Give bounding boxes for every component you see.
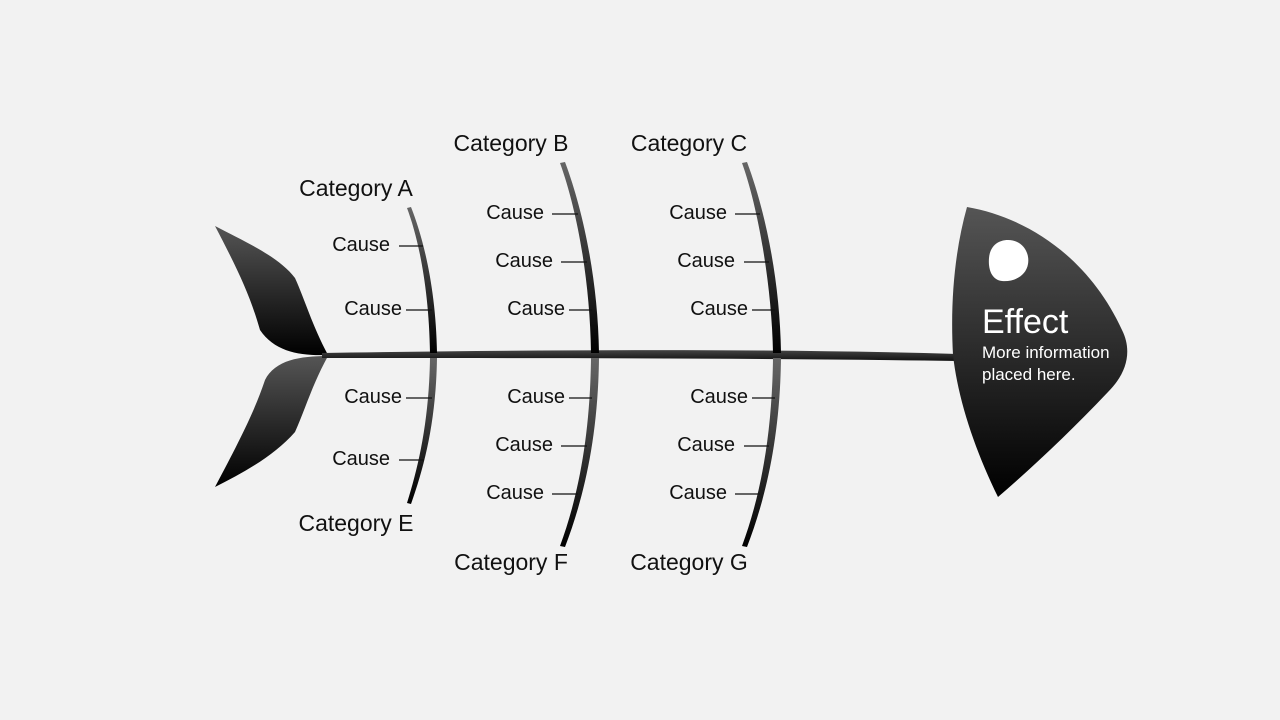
cause-label: Cause: [677, 434, 735, 456]
tail-bottom-fin: [215, 356, 328, 487]
bone-category-e: [407, 358, 437, 504]
effect-description-line-1: More information: [982, 343, 1110, 362]
spine: [322, 350, 958, 361]
cause-label: Cause: [507, 386, 565, 408]
category-g-label: Category G: [630, 549, 748, 575]
fish-eye-icon: [988, 240, 1029, 282]
category-b-label: Category B: [453, 130, 568, 156]
cause-label: Cause: [495, 250, 553, 272]
cause-label: Cause: [332, 448, 390, 470]
category-a-label: Category A: [299, 175, 413, 201]
cause-label: Cause: [669, 482, 727, 504]
cause-label: Cause: [344, 386, 402, 408]
bone-category-g: [742, 358, 781, 547]
bone-category-b: [560, 162, 599, 353]
category-c-label: Category C: [631, 130, 747, 156]
cause-label: Cause: [690, 386, 748, 408]
effect-title: Effect: [982, 303, 1069, 341]
cause-label: Cause: [677, 250, 735, 272]
cause-label: Cause: [669, 202, 727, 224]
effect-description-line-2: placed here.: [982, 365, 1076, 384]
cause-label: Cause: [344, 298, 402, 320]
bone-category-a: [407, 207, 437, 353]
bone-category-f: [560, 358, 599, 547]
tail-top-fin: [215, 226, 328, 356]
cause-label: Cause: [486, 202, 544, 224]
bone-category-c: [742, 162, 781, 353]
cause-label: Cause: [690, 298, 748, 320]
fish-head: [952, 207, 1128, 497]
category-f-label: Category F: [454, 549, 568, 575]
cause-label: Cause: [486, 482, 544, 504]
cause-label: Cause: [332, 234, 390, 256]
cause-label: Cause: [495, 434, 553, 456]
cause-label: Cause: [507, 298, 565, 320]
category-e-label: Category E: [298, 510, 413, 536]
